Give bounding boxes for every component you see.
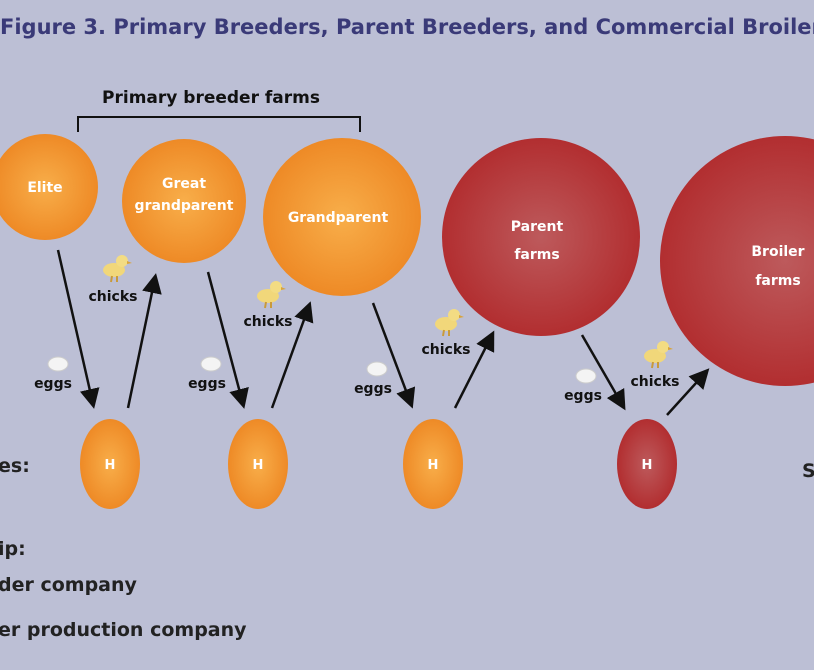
farm-parent: Parent farms	[442, 138, 640, 336]
eggs-label: eggs	[188, 376, 226, 392]
farm-great-grandparent: Great grandparent	[122, 139, 246, 263]
chicks-label: chicks	[421, 342, 470, 358]
farm-grandparent: Grandparent	[263, 138, 421, 296]
chicks-label: chicks	[88, 289, 137, 305]
farm-label: Grandparent	[288, 210, 389, 226]
svg-text:H: H	[253, 458, 264, 473]
hatchery-3: H	[403, 419, 463, 509]
bracket	[77, 116, 361, 132]
bracket-label: Primary breeder farms	[102, 88, 320, 108]
legend-item-1: der company	[0, 574, 138, 596]
legend-heading: ip:	[0, 538, 26, 560]
farm-label: farms	[514, 247, 559, 263]
chicks-label: chicks	[243, 314, 292, 330]
farm-label: Parent	[511, 219, 564, 235]
farm-broiler: Broiler farms	[660, 136, 814, 386]
hatchery-2: H	[228, 419, 288, 509]
right-label: S	[802, 460, 814, 482]
row-label: es:	[0, 455, 30, 477]
svg-text:H: H	[428, 458, 439, 473]
farm-label: grandparent	[135, 198, 234, 214]
farm-label: Broiler	[751, 244, 804, 260]
figure-title: Figure 3. Primary Breeders, Parent Breed…	[0, 15, 814, 39]
svg-text:H: H	[105, 458, 116, 473]
egg-icon	[47, 356, 597, 384]
flow-arrows	[56, 249, 710, 416]
chicks-label: chicks	[630, 374, 679, 390]
farm-elite: Elite	[0, 134, 98, 240]
eggs-label: eggs	[564, 388, 602, 404]
eggs-label: eggs	[354, 381, 392, 397]
hatchery-4: H	[617, 419, 677, 509]
farm-label: Elite	[27, 180, 62, 196]
legend-item-2: er production company	[0, 619, 247, 641]
svg-text:H: H	[642, 458, 653, 473]
farm-label: farms	[755, 273, 800, 289]
farm-label: Great	[162, 176, 206, 192]
hatchery-1: H	[80, 419, 140, 509]
eggs-label: eggs	[34, 376, 72, 392]
